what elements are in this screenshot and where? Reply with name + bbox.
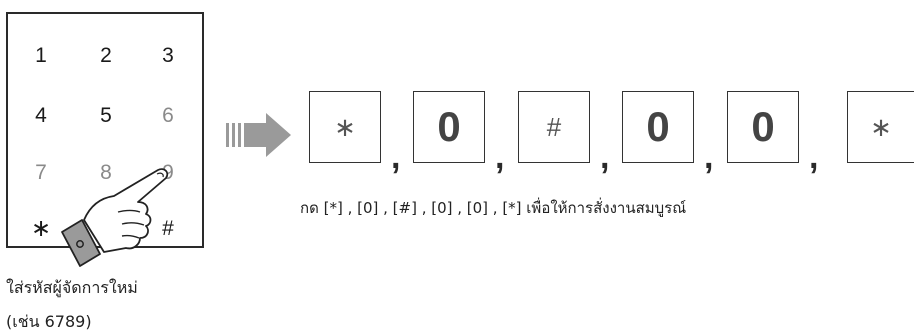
instruction-line-1: ใส่รหัสผู้จัดการใหม่: [6, 278, 138, 297]
key-1[interactable]: 1: [35, 44, 47, 67]
key-5[interactable]: 5: [100, 104, 112, 127]
key-3[interactable]: 3: [162, 44, 174, 67]
sequence-key-0-3: 0: [727, 91, 799, 163]
key-8[interactable]: 8: [100, 161, 112, 184]
key-6[interactable]: 6: [162, 104, 174, 127]
keypad: 1 2 3 4 5 6 7 8 9 ∗ #: [6, 12, 204, 267]
key-star[interactable]: ∗: [30, 215, 52, 242]
sequence-caption: กด [*] , [0] , [#] , [0] , [0] , [*] เพื…: [300, 199, 687, 217]
instruction-line-2: (เช่น 6789): [6, 312, 92, 331]
sequence-key-hash: #: [518, 91, 590, 163]
key-hash[interactable]: #: [162, 217, 174, 240]
key-2[interactable]: 2: [100, 44, 112, 67]
key-4[interactable]: 4: [35, 104, 47, 127]
sequence-separator: ,: [600, 138, 610, 176]
sequence-key-0-2: 0: [622, 91, 694, 163]
sequence-separator: ,: [809, 138, 819, 176]
sequence-key-star-1: ∗: [309, 91, 381, 163]
sequence-key-star-2: ∗: [847, 91, 914, 163]
pointing-hand-icon: [61, 168, 169, 267]
sequence-separator: ,: [704, 138, 714, 176]
sequence-separator: ,: [391, 138, 401, 176]
sequence-key-0-1: 0: [413, 91, 485, 163]
right-arrow-icon: [226, 113, 291, 157]
key-7[interactable]: 7: [35, 161, 47, 184]
sequence-separator: ,: [495, 138, 505, 176]
